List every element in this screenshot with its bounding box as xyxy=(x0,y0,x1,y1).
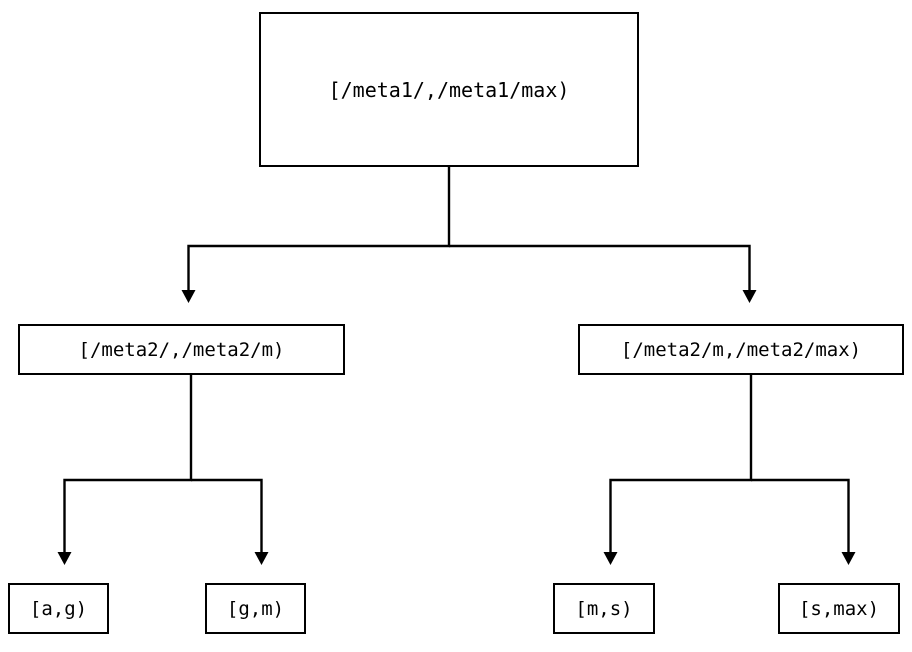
tree-node-leaf-2-label: [g,m) xyxy=(226,597,285,620)
tree-node-leaf-1-label: [a,g) xyxy=(29,597,88,620)
tree-node-leaf-2[interactable]: [g,m) xyxy=(205,583,306,634)
tree-node-mid-right[interactable]: [/meta2/m,/meta2/max) xyxy=(578,324,904,375)
tree-node-mid-left[interactable]: [/meta2/,/meta2/m) xyxy=(18,324,345,375)
tree-node-leaf-4-label: [s,max) xyxy=(798,597,880,620)
arrowhead-mid-right-to-leaf-4 xyxy=(841,552,856,565)
arrowhead-root-to-mid-right xyxy=(742,290,757,303)
arrowhead-root-to-mid-left xyxy=(181,290,196,303)
edge-mid-left-to-leaf-2 xyxy=(191,478,263,552)
arrowhead-mid-left-to-leaf-1 xyxy=(57,552,72,565)
edge-root-to-mid-left xyxy=(187,167,451,290)
tree-node-leaf-4[interactable]: [s,max) xyxy=(778,583,900,634)
tree-node-mid-right-label: [/meta2/m,/meta2/max) xyxy=(620,338,862,361)
tree-node-leaf-3-label: [m,s) xyxy=(575,597,633,620)
edge-mid-left-to-leaf-1 xyxy=(63,375,193,552)
arrowhead-mid-left-to-leaf-2 xyxy=(254,552,269,565)
edge-root-to-mid-right xyxy=(449,244,751,290)
tree-node-mid-left-label: [/meta2/,/meta2/m) xyxy=(78,338,285,361)
tree-node-root[interactable]: [/meta1/,/meta1/max) xyxy=(259,12,639,167)
edge-mid-right-to-leaf-3 xyxy=(609,375,753,552)
arrowhead-mid-right-to-leaf-3 xyxy=(603,552,618,565)
tree-node-root-label: [/meta1/,/meta1/max) xyxy=(328,77,570,102)
tree-node-leaf-1[interactable]: [a,g) xyxy=(8,583,109,634)
tree-node-leaf-3[interactable]: [m,s) xyxy=(553,583,655,634)
edge-mid-right-to-leaf-4 xyxy=(751,478,850,552)
